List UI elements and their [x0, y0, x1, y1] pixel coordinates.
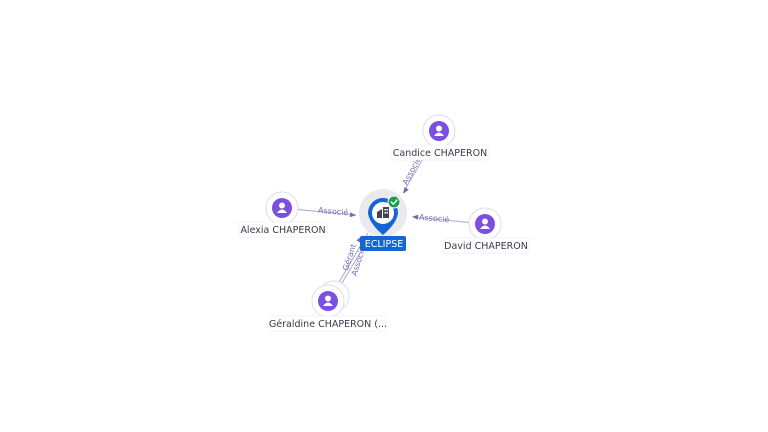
edge-label: Associé — [419, 212, 450, 225]
edge-arrow-icon — [349, 212, 356, 218]
edge-alexia-1: Associé — [281, 205, 357, 218]
company-node[interactable]: ECLIPSE — [359, 189, 407, 251]
person-label-bg — [238, 221, 328, 238]
person-node-geraldine[interactable]: Géraldine CHAPERON (... — [269, 280, 387, 332]
person-icon — [480, 218, 490, 229]
person-icon — [323, 295, 333, 306]
person-icon — [434, 125, 444, 136]
person-name: Candice CHAPERON — [393, 148, 487, 159]
check-icon — [387, 195, 401, 209]
edge-arrow-icon — [403, 187, 409, 194]
person-label-bg — [269, 315, 387, 332]
person-label-bg — [390, 144, 490, 161]
person-nodes-layer: Candice CHAPERON Alexia CHAPERON David CHA… — [238, 114, 530, 332]
person-node-alexia[interactable]: Alexia CHAPERON — [238, 191, 328, 238]
person-node-candice[interactable]: Candice CHAPERON — [390, 114, 490, 161]
building-icon — [377, 207, 389, 218]
person-label-bg — [442, 237, 530, 254]
person-name: Alexia CHAPERON — [240, 225, 325, 236]
person-name: David CHAPERON — [444, 241, 528, 252]
person-name: Géraldine CHAPERON (... — [269, 319, 387, 330]
person-node-david[interactable]: David CHAPERON — [442, 207, 530, 254]
edge-arrow-icon — [412, 214, 419, 220]
edge-david-2: Associé — [412, 212, 486, 225]
company-label-bg — [360, 236, 406, 251]
person-icon — [277, 202, 287, 213]
company-name: ECLIPSE — [365, 239, 404, 250]
edge-label: Associé — [318, 205, 349, 218]
